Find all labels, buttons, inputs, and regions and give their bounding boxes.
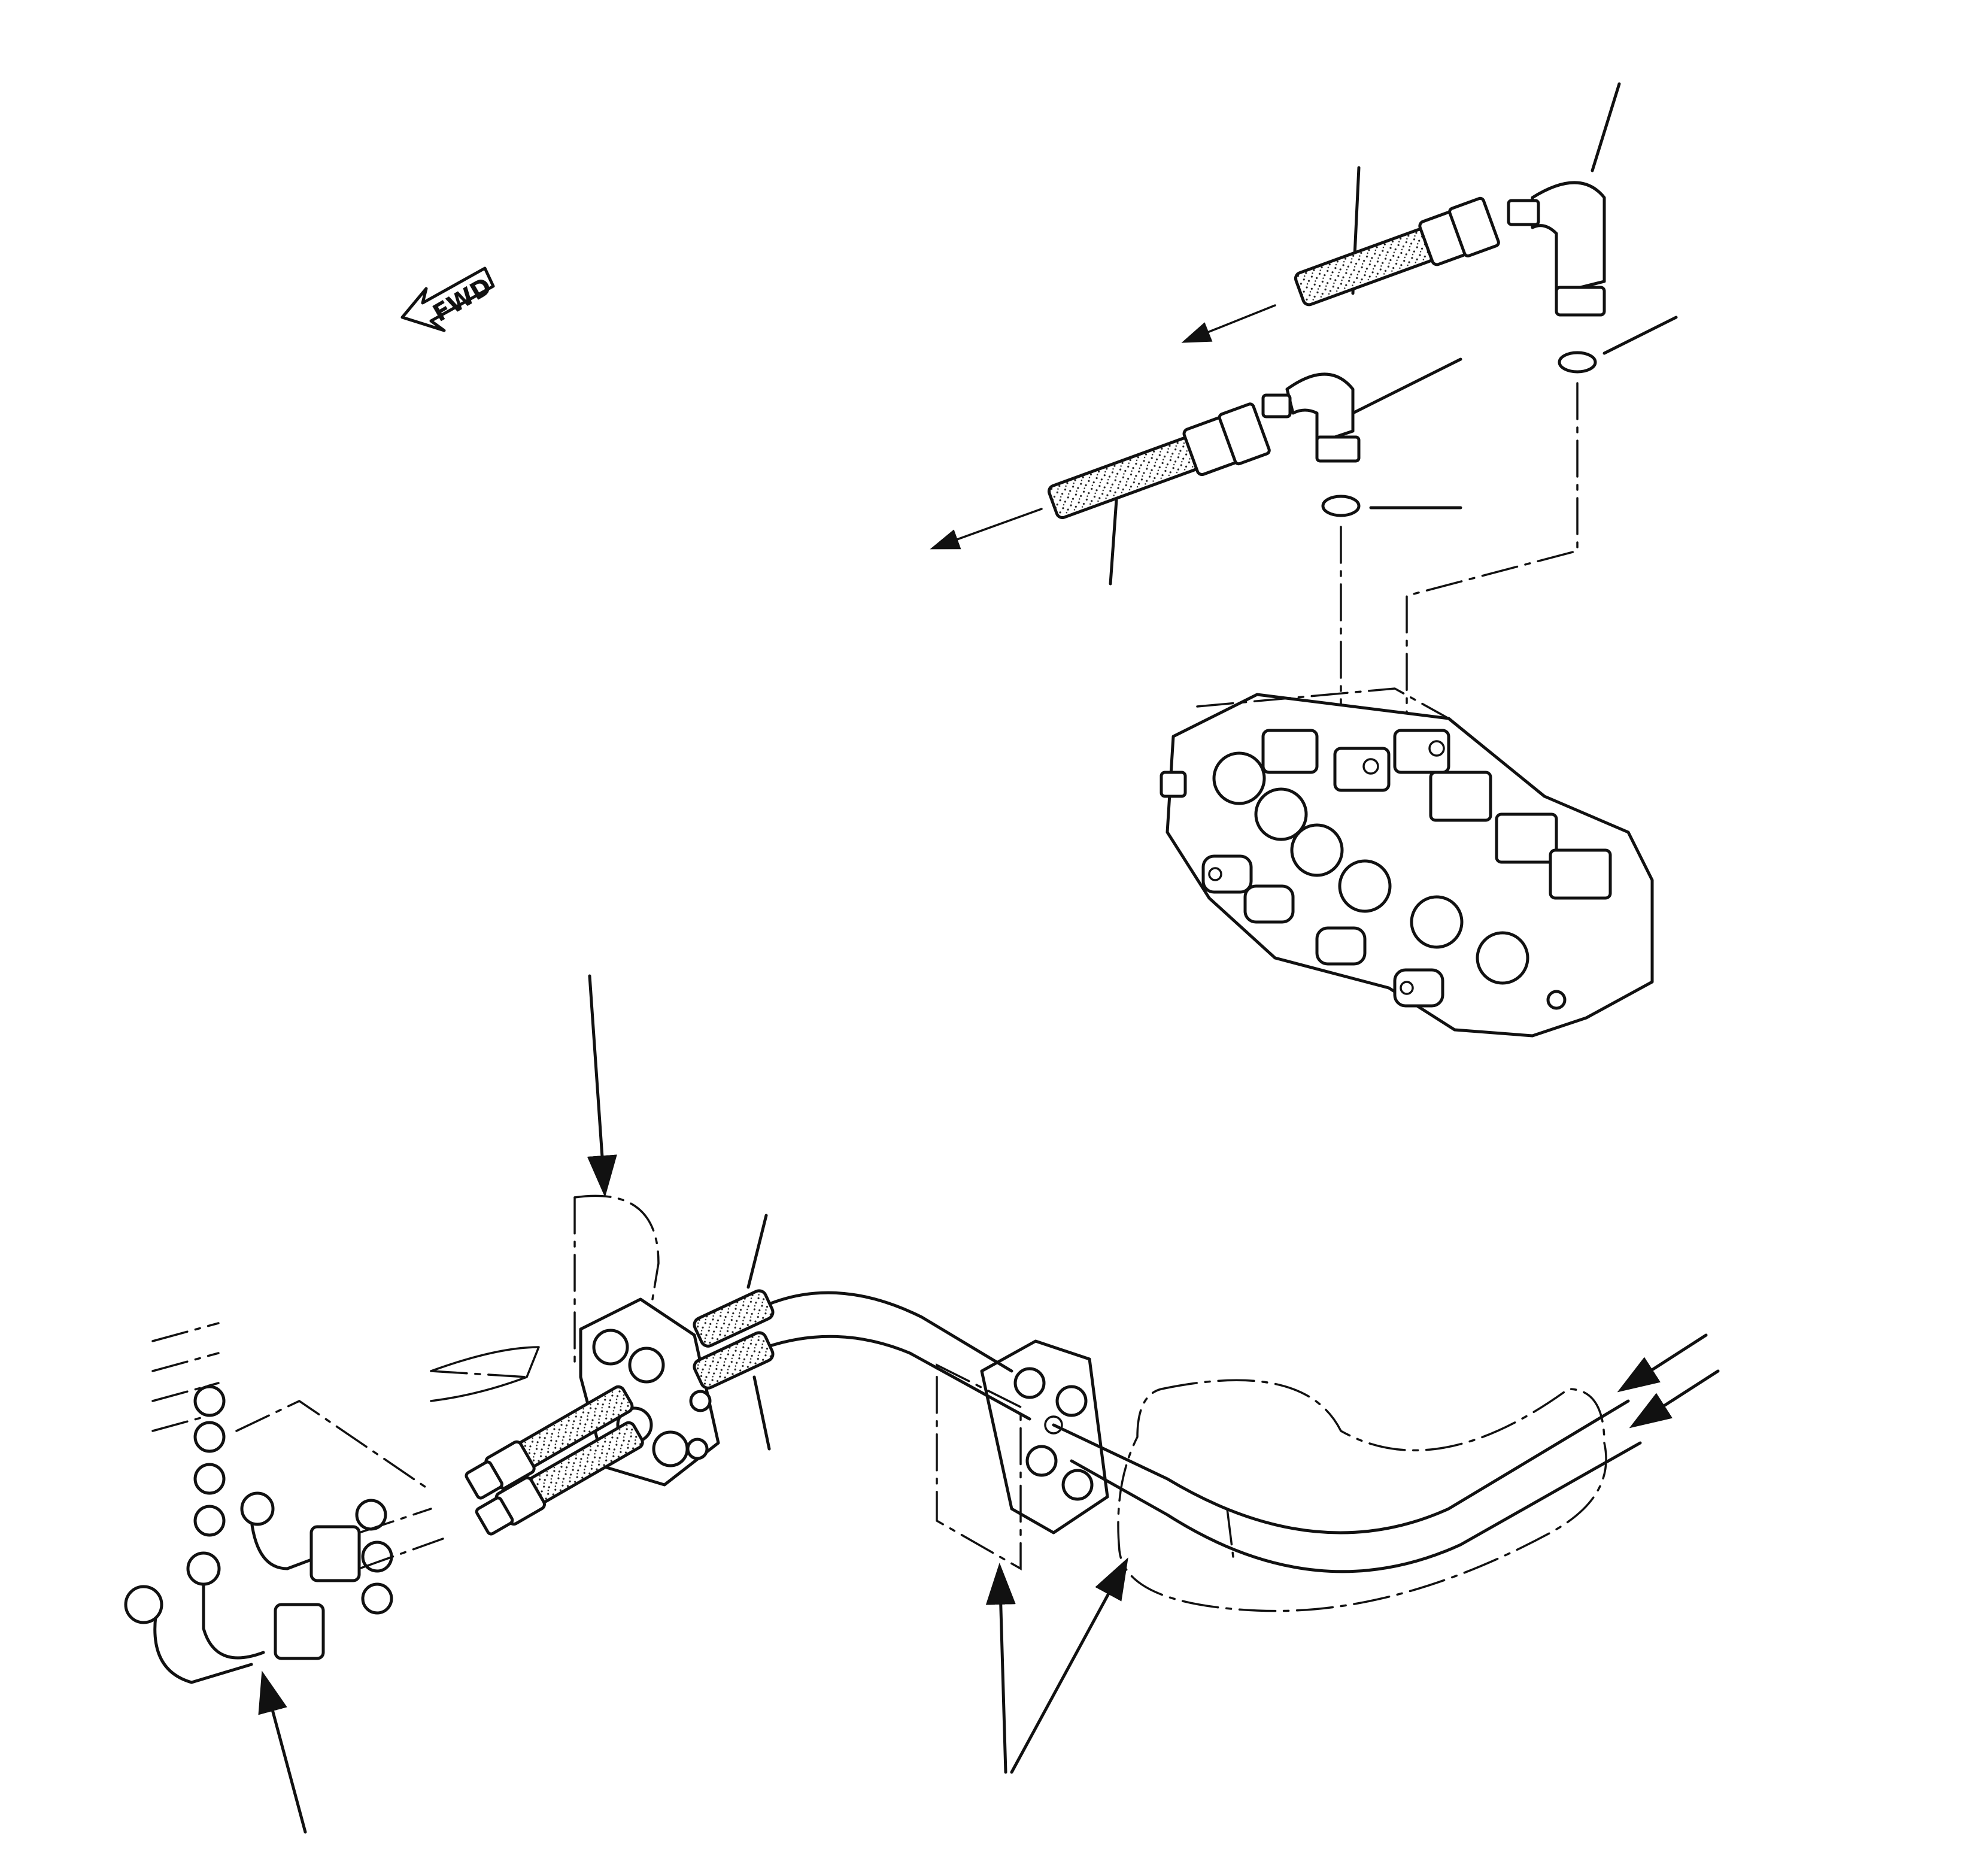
upper-hose-body bbox=[1294, 228, 1435, 307]
mounting-bracket bbox=[1226, 1508, 1234, 1558]
lower-hose-leader bbox=[1109, 498, 1118, 586]
incoming-line-arrow-2 bbox=[1629, 1369, 1720, 1429]
clamp-leader bbox=[258, 1670, 307, 1834]
upper-hose-nut bbox=[1448, 196, 1500, 257]
sleeve-leader-1 bbox=[985, 1563, 1016, 1774]
upper-hose-assembly bbox=[1181, 166, 1500, 343]
lower-elbow-leader bbox=[1351, 357, 1462, 415]
hydraulic-tubes bbox=[465, 1214, 1642, 1573]
control-valve bbox=[1160, 687, 1654, 1038]
upper-centerline bbox=[1406, 382, 1579, 732]
tube-clamp-assembly bbox=[124, 1322, 444, 1834]
bulkhead-grommet-right bbox=[980, 1339, 1109, 1535]
bulkhead-left-leader bbox=[587, 974, 617, 1197]
lower-hose-body bbox=[1047, 436, 1200, 520]
upper-elbow-leader bbox=[1591, 82, 1621, 172]
upper-o-ring bbox=[1406, 316, 1678, 732]
protective-sleeve bbox=[936, 1333, 1720, 1774]
upper-elbow-fitting bbox=[1507, 82, 1621, 317]
upper-o-ring-leader bbox=[1602, 316, 1678, 355]
upper-hose-direction-arrow bbox=[1181, 304, 1276, 343]
lower-elbow-fitting bbox=[1261, 357, 1462, 463]
tube-upper-leader bbox=[746, 1214, 768, 1289]
lower-hose-assembly bbox=[930, 402, 1271, 586]
bulkhead-grommet-left bbox=[430, 974, 720, 1487]
sleeve-leader-2 bbox=[1010, 1557, 1128, 1774]
incoming-line-arrow-1 bbox=[1617, 1333, 1708, 1393]
tube-lower-leader bbox=[752, 1375, 771, 1451]
lower-hose-direction-arrow bbox=[930, 508, 1043, 550]
fwd-arrow-icon: FWD bbox=[400, 266, 496, 332]
lower-hose-nut bbox=[1218, 402, 1271, 466]
